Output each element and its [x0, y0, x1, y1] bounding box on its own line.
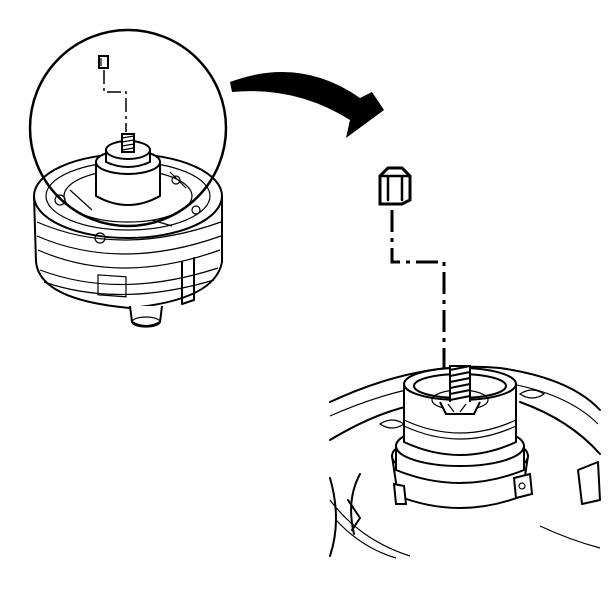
detail-hub-cylinder — [403, 367, 517, 456]
overview-assembly — [28, 28, 228, 328]
detail-compressor-shaft — [439, 365, 481, 415]
drive-plate-face — [45, 161, 211, 244]
magnifier-circle — [28, 28, 228, 228]
leader-line-small — [103, 70, 127, 132]
detail-view — [329, 166, 601, 559]
leader-line-large — [390, 210, 446, 380]
view-transfer-arrow — [230, 72, 384, 138]
compressor-shaft — [121, 133, 135, 153]
shaft-key-small — [98, 55, 109, 69]
shaft-key-large — [378, 166, 412, 206]
